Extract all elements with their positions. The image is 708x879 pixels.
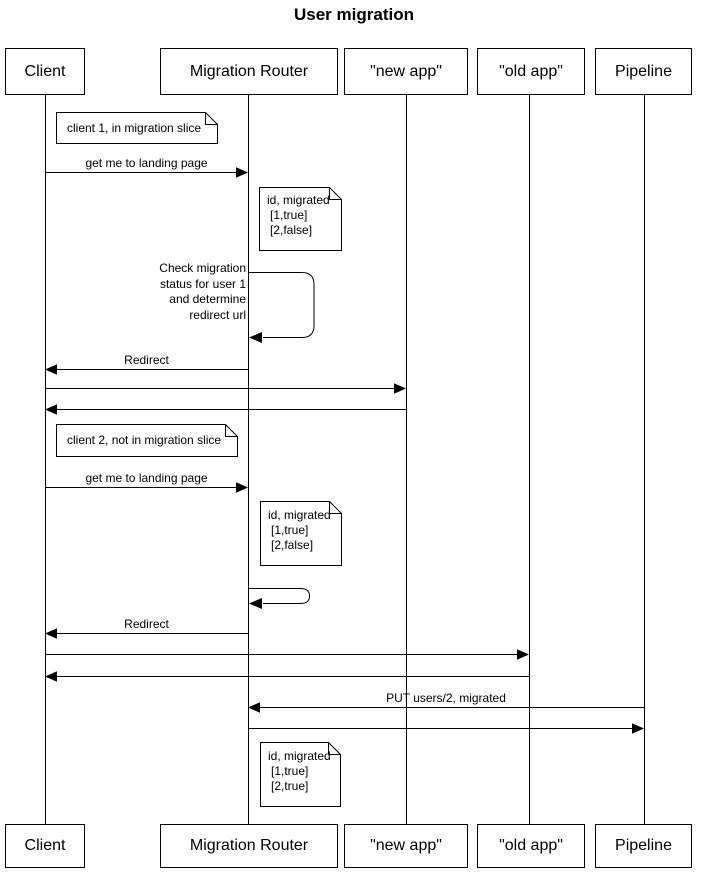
note-shape-migration-table-2 <box>260 501 342 566</box>
message-label-put-users: PUT users/2, migrated <box>386 691 506 705</box>
message-arrow-client-to-old-app <box>45 649 529 660</box>
message-arrow-redirect-2 <box>45 628 248 639</box>
self-message-label-1: Check migration status for user 1 and de… <box>88 261 246 323</box>
actor-label: Migration Router <box>189 837 309 854</box>
message-arrow-redirect-1 <box>45 364 248 375</box>
actor-top-migration-router: Migration Router <box>160 48 338 95</box>
message-arrow-get-landing-1 <box>45 167 248 178</box>
self-message-line: status for user 1 <box>159 276 246 291</box>
actor-bottom-new-app: "new app" <box>344 824 468 868</box>
actor-top-client: Client <box>5 48 85 95</box>
note-line: client 2, not in migration slice <box>67 433 222 447</box>
actor-label: "old app" <box>499 62 563 80</box>
note-client2: client 2, not in migration slice <box>57 424 237 456</box>
note-line: id, migrated <box>267 193 330 207</box>
self-message-line: redirect url <box>189 307 246 322</box>
actor-top-new-app: "new app" <box>344 48 468 95</box>
actor-label: Pipeline <box>615 837 672 854</box>
note-shape-migration-table-1 <box>259 187 342 251</box>
message-label-get-landing-2: get me to landing page <box>85 471 208 485</box>
note-line: client 1, in migration slice <box>67 120 202 135</box>
message-label-redirect-2: Redirect <box>124 617 169 631</box>
message-arrow-router-to-pipeline <box>248 723 644 734</box>
note-line: id, migrated <box>268 508 331 522</box>
actor-label: Client <box>24 62 66 80</box>
self-message-loop-1 <box>248 272 315 343</box>
self-message-line: Check migration <box>159 261 246 275</box>
note-line: [2,true] <box>271 779 309 793</box>
actor-label: Migration Router <box>189 62 309 80</box>
note-migration-table-1: id, migrated [1,true] [2,false] <box>267 193 330 238</box>
actor-label: Client <box>24 837 66 854</box>
note-line: [1,true] <box>271 764 309 778</box>
actor-top-old-app: "old app" <box>477 48 585 95</box>
note-line: [1,true] <box>270 208 308 222</box>
actor-label: "new app" <box>370 62 442 80</box>
self-message-loop-2 <box>248 588 311 609</box>
self-message-line: and determine <box>169 292 246 306</box>
message-arrow-get-landing-2 <box>45 482 248 493</box>
actor-label: Pipeline <box>615 62 672 80</box>
actor-bottom-client: Client <box>5 824 85 868</box>
actor-bottom-migration-router: Migration Router <box>160 824 338 868</box>
note-migration-table-2: id, migrated [1,true] [2,false] <box>268 508 331 553</box>
diagram-title: User migration <box>294 5 414 24</box>
note-line: id, migrated <box>268 749 331 763</box>
note-client1: client 1, in migration slice <box>57 112 217 143</box>
actor-bottom-pipeline: Pipeline <box>595 824 692 868</box>
message-arrow-new-app-to-client <box>45 404 406 415</box>
note-line: [1,true] <box>271 523 309 537</box>
message-label-get-landing-1: get me to landing page <box>85 156 208 170</box>
note-shape-client2 <box>56 424 238 457</box>
message-arrow-client-to-new-app <box>45 383 406 394</box>
note-shape-migration-table-3 <box>260 742 341 807</box>
note-migration-table-3: id, migrated [1,true] [2,true] <box>268 749 331 794</box>
message-arrow-put-users <box>248 702 644 713</box>
note-shape-client1 <box>56 112 218 144</box>
actor-bottom-old-app: "old app" <box>477 824 585 868</box>
note-line: [2,false] <box>271 538 314 552</box>
note-line: [2,false] <box>270 223 313 237</box>
actor-top-pipeline: Pipeline <box>595 48 692 95</box>
actor-label: "new app" <box>370 837 442 854</box>
actor-label: "old app" <box>499 837 563 854</box>
message-label-redirect-1: Redirect <box>124 353 169 367</box>
message-arrow-old-app-to-client <box>45 671 529 682</box>
